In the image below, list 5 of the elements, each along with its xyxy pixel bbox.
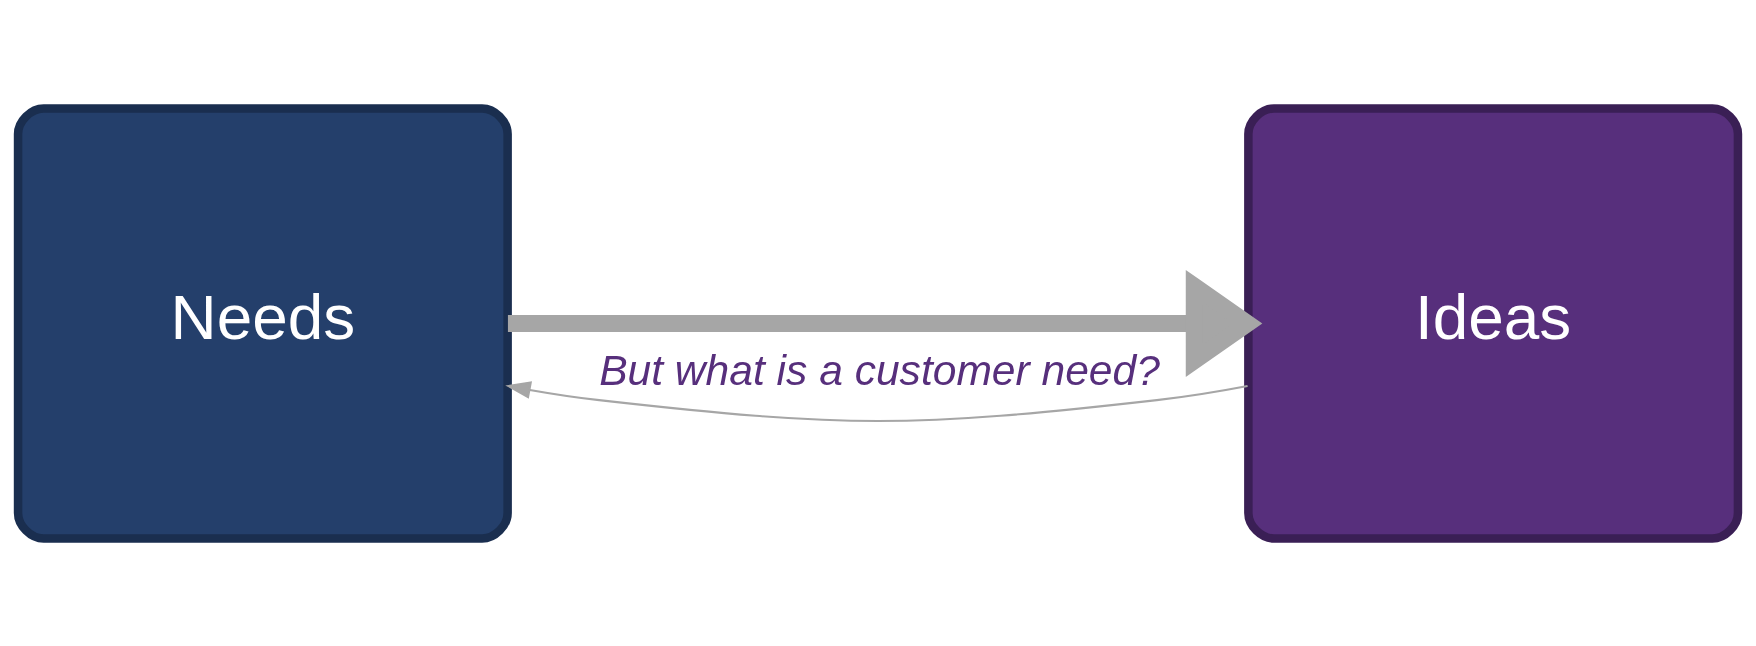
node-box: Ideas [1244, 103, 1743, 543]
arrow [507, 269, 1263, 377]
node-box: Needs [13, 103, 512, 543]
arrow [505, 380, 1248, 422]
edge-label: But what is a customer need? [599, 345, 1160, 394]
